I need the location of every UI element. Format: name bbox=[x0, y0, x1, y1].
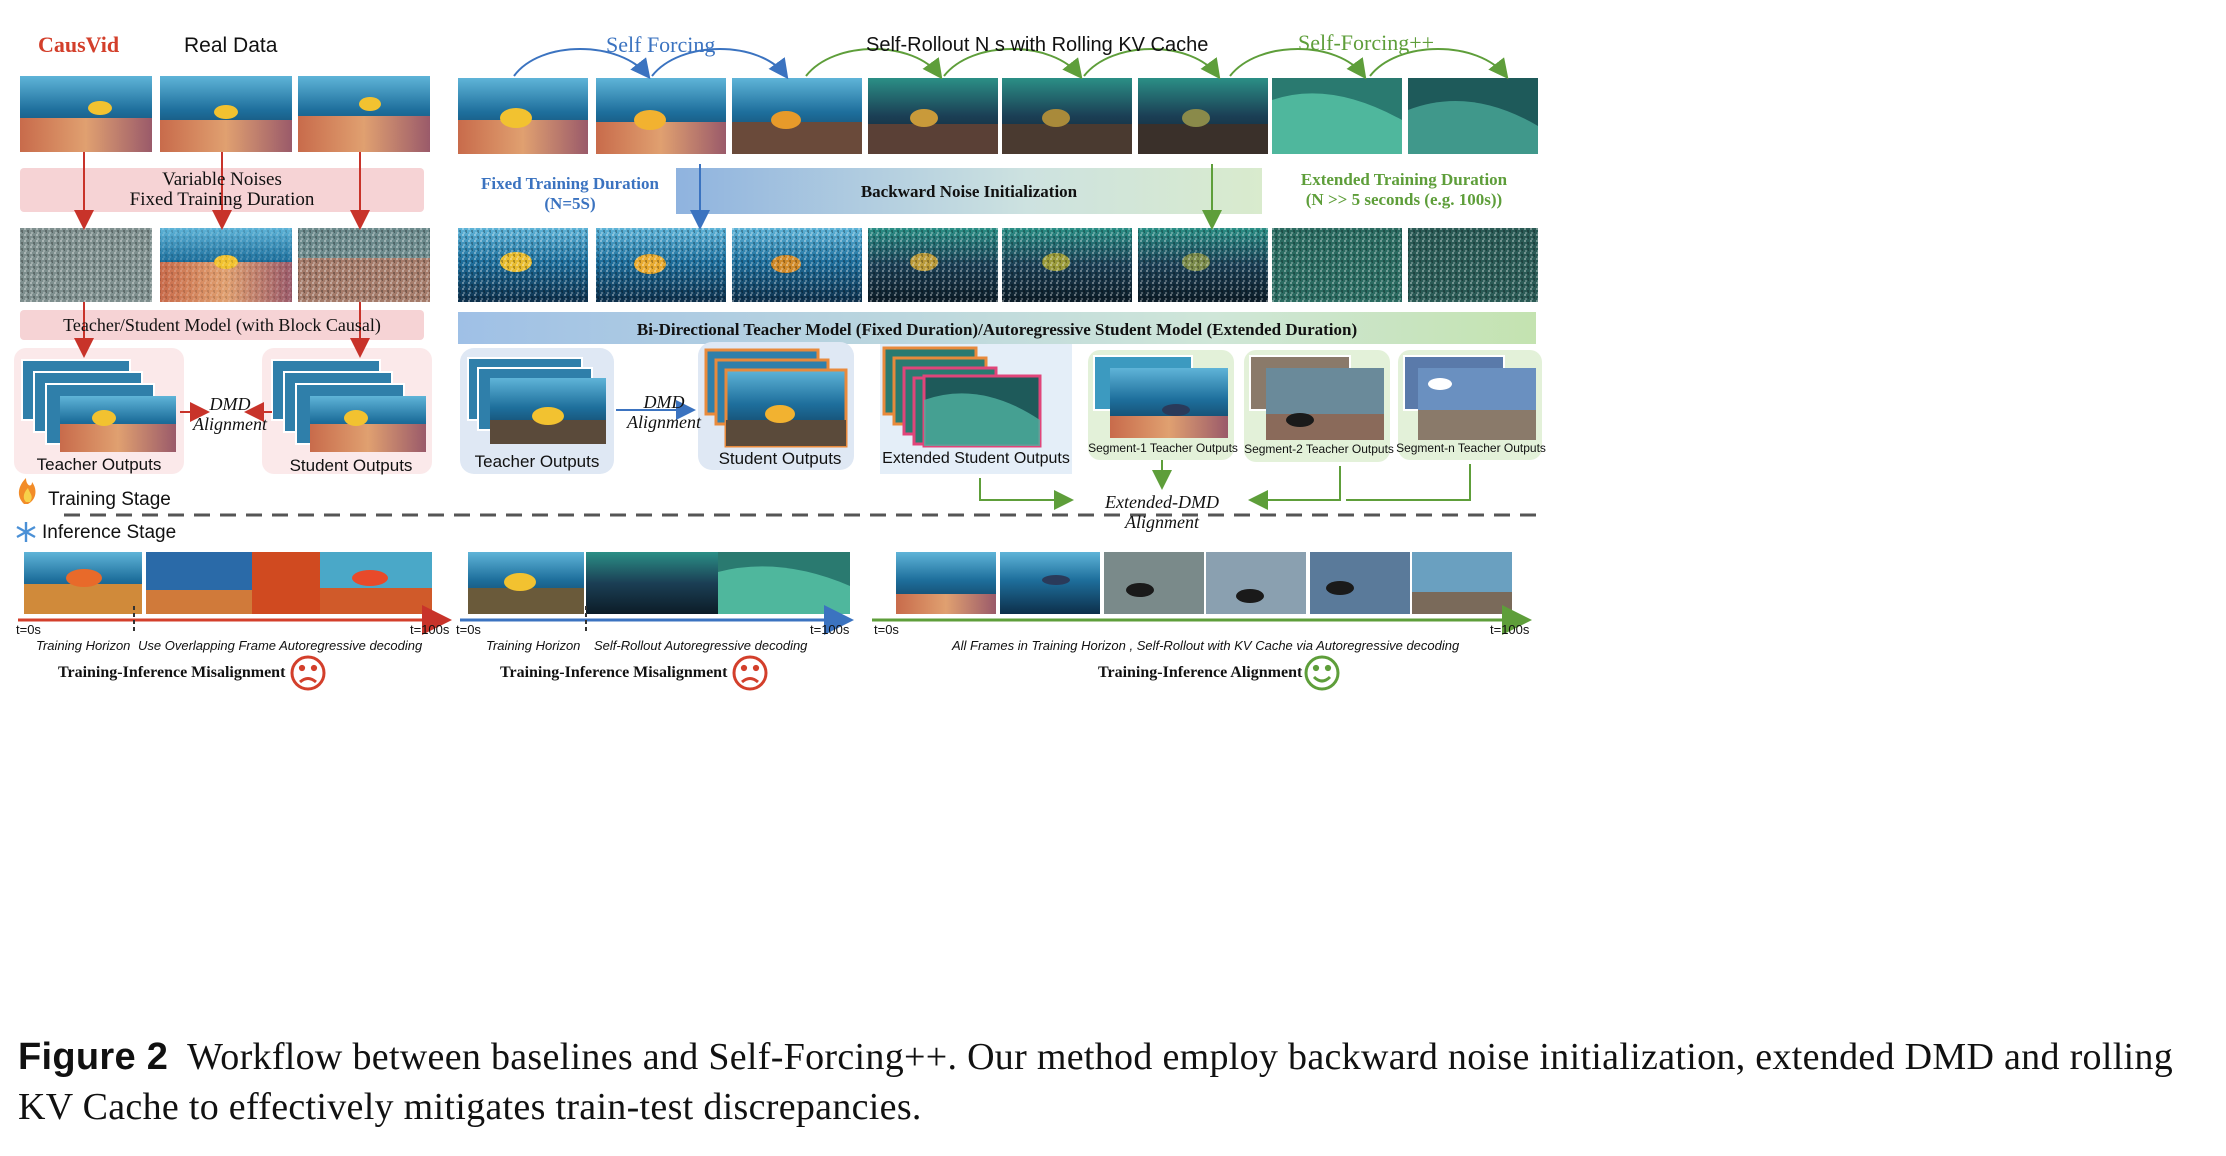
segment-1-label: Segment-1 Teacher Outputs bbox=[1088, 441, 1238, 455]
causvid-real-frames bbox=[20, 76, 430, 152]
inference-mid-desc: Self-Rollout Autoregressive decoding bbox=[594, 638, 808, 653]
self-forcing-plus-label: Self-Forcing++ bbox=[1298, 30, 1435, 55]
causvid-model-bar bbox=[20, 310, 424, 340]
fixed-duration-text: Fixed Training Duration (N=5S) bbox=[481, 174, 659, 213]
rollout-noisy-frames bbox=[458, 228, 1538, 302]
causvid-teacher-label: Teacher Outputs bbox=[36, 455, 162, 474]
backward-noise-bar bbox=[676, 168, 1262, 214]
extended-student-stack bbox=[882, 346, 1042, 448]
segment-panels bbox=[1088, 350, 1542, 462]
sad-face-icon bbox=[732, 655, 768, 691]
rollout-top-arrows bbox=[513, 48, 1509, 80]
rollout-clean-frames bbox=[458, 78, 1538, 154]
snowflake-icon bbox=[16, 522, 36, 542]
causvid-noisy-frames bbox=[20, 228, 430, 302]
inference-left-horizon: Training Horizon bbox=[36, 638, 131, 653]
segment-2-label: Segment-2 Teacher Outputs bbox=[1244, 442, 1394, 456]
causvid-student-label: Student Outputs bbox=[289, 456, 413, 475]
inference-mid-verdict: Training-Inference Misalignment bbox=[500, 664, 728, 681]
bidirectional-model-text: Bi-Directional Teacher Model (Fixed Dura… bbox=[636, 320, 1358, 339]
inference-right-verdict: Training-Inference Alignment bbox=[1098, 664, 1303, 681]
inference-stage-label: Inference Stage bbox=[42, 522, 177, 543]
variable-noise-text: Variable Noises Fixed Training Duration bbox=[129, 169, 315, 210]
sf-student-label: Student Outputs bbox=[718, 449, 842, 468]
inference-right-frames bbox=[896, 552, 1512, 614]
happy-face-icon bbox=[1304, 655, 1340, 691]
inference-left-start: t=0s bbox=[16, 622, 41, 637]
figure-caption: Figure 2 Workflow between baselines and … bbox=[18, 1032, 2208, 1132]
causvid-arrows bbox=[74, 152, 370, 422]
training-stage-label: Training Stage bbox=[48, 489, 171, 510]
inference-right-desc: All Frames in Training Horizon , Self-Ro… bbox=[952, 638, 1460, 653]
inference-right-end: t=100s bbox=[1490, 622, 1530, 637]
inference-mid-horizon: Training Horizon bbox=[486, 638, 581, 653]
extended-student-label: Extended Student Outputs bbox=[882, 450, 1070, 467]
causvid-model-text: Teacher/Student Model (with Block Causal… bbox=[63, 315, 381, 335]
causvid-teacher-stack bbox=[21, 359, 176, 452]
self-forcing-label: Self Forcing bbox=[606, 32, 716, 57]
rollout-vertical-arrows bbox=[690, 164, 1222, 230]
inference-left-frames bbox=[24, 552, 432, 614]
sf-teacher-label: Teacher Outputs bbox=[474, 452, 600, 471]
extended-dmd-label: Extended-DMD Alignment bbox=[1105, 492, 1219, 532]
sf-dmd-label: DMD Alignment bbox=[627, 392, 701, 432]
inference-mid-end: t=100s bbox=[810, 622, 850, 637]
sf-student-stack bbox=[704, 348, 848, 448]
bidirectional-model-bar bbox=[458, 312, 1536, 344]
fire-icon bbox=[18, 478, 36, 504]
figure-number: Figure 2 bbox=[18, 1036, 169, 1078]
backward-noise-text: Backward Noise Initialization bbox=[860, 182, 1078, 201]
inference-left-end: t=100s bbox=[410, 622, 450, 637]
causvid-label: CausVid bbox=[38, 32, 120, 57]
inference-right-start: t=0s bbox=[874, 622, 899, 637]
segment-n-label: Segment-n Teacher Outputs bbox=[1396, 441, 1546, 455]
extended-duration-text: Extended Training Duration (N >> 5 secon… bbox=[1300, 170, 1508, 209]
extended-dmd-arrows bbox=[616, 400, 1471, 510]
sad-face-icon bbox=[290, 655, 326, 691]
inference-left-verdict: Training-Inference Misalignment bbox=[58, 664, 286, 681]
inference-mid-frames bbox=[468, 552, 850, 614]
causvid-student-stack bbox=[271, 359, 426, 452]
inference-mid-start: t=0s bbox=[456, 622, 481, 637]
caption-text: Workflow between baselines and Self-Forc… bbox=[18, 1036, 2174, 1128]
causvid-dmd-label: DMD Alignment bbox=[193, 394, 267, 434]
rollout-title: Self-Rollout N s with Rolling KV Cache bbox=[866, 34, 1209, 56]
inference-left-desc: Use Overlapping Frame Autoregressive dec… bbox=[138, 638, 423, 653]
real-data-label: Real Data bbox=[184, 34, 278, 57]
sf-teacher-stack bbox=[467, 357, 606, 444]
